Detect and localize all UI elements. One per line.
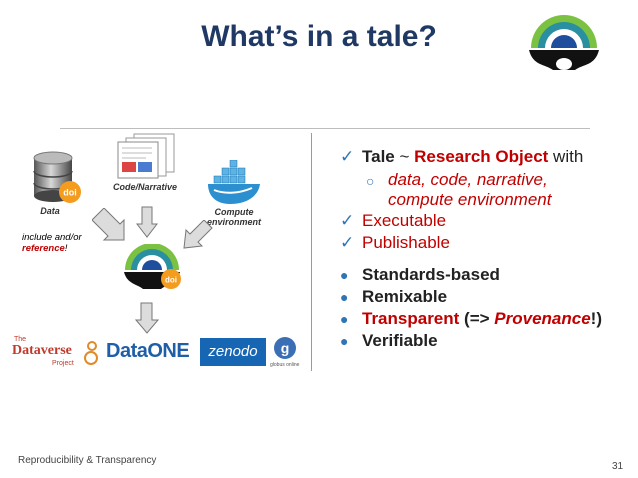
check-icon: ✓ — [340, 147, 355, 166]
compute-label-line1: Compute — [214, 207, 254, 217]
list-item-verifiable: ● Verifiable — [340, 330, 630, 352]
bullet-icon: ● — [340, 333, 349, 349]
research-object: Research Object — [414, 147, 549, 166]
globus-icon: g — [274, 337, 296, 359]
arrow-code-to-tale-icon — [136, 206, 158, 238]
dataverse-the: The — [14, 336, 27, 343]
doi-badge-center-icon: doi — [161, 269, 181, 289]
transparent-text: Transparent — [362, 309, 460, 328]
list-item-publishable: ✓ Publishable — [340, 232, 630, 254]
bullet-icon: ● — [340, 289, 349, 305]
dataone-text: DataONE — [106, 340, 190, 362]
slide-title: What’s in a tale? — [201, 20, 437, 53]
with-word: with — [548, 147, 584, 166]
note-exclaim: ! — [64, 243, 68, 254]
publishable-text: Publishable — [362, 233, 450, 252]
data-label: Data — [40, 206, 60, 216]
docker-whale-icon — [208, 160, 260, 204]
remixable-text: Remixable — [362, 287, 448, 306]
bullet-icon: ● — [340, 267, 349, 283]
tilde: ~ — [394, 147, 415, 166]
list-item-tale: ✓ Tale ~ Research Object with — [340, 146, 630, 168]
zenodo-logo: zenodo — [200, 338, 266, 366]
sub-line2: compute environment — [388, 190, 552, 209]
zenodo-text: zenodo — [208, 343, 258, 360]
doi-badge-icon: doi — [59, 181, 81, 203]
list-item-transparent: ● Transparent (=> Provenance!) — [340, 308, 630, 330]
dataverse-project: Project — [52, 360, 74, 367]
globus-logo: g globus online — [270, 336, 310, 372]
vertical-divider — [311, 133, 312, 371]
compute-label-line2: environment — [206, 217, 261, 227]
list-item-standards: ● Standards-based — [340, 264, 630, 286]
include-note: include and/or reference! — [22, 232, 82, 254]
arrow-down-to-repos-icon — [135, 302, 159, 334]
arrow-compute-to-tale-icon — [183, 220, 213, 249]
ring-bullet-icon: ○ — [366, 173, 375, 189]
executable-text: Executable — [362, 211, 447, 230]
document-stack-icon — [117, 133, 175, 179]
dataone-logo: DataONE — [106, 340, 192, 366]
whole-tale-logo — [529, 15, 599, 70]
slide-footer: Reproducibility & Transparency — [18, 455, 157, 466]
dataverse-name: Dataverse — [12, 343, 72, 358]
svg-text:doi: doi — [63, 188, 77, 198]
verifiable-text: Verifiable — [362, 331, 438, 350]
sub-line1: data, code, narrative, — [388, 170, 548, 189]
divider-line — [60, 128, 590, 129]
list-subitem: ○ data, code, narrative, compute environ… — [340, 170, 630, 210]
provenance-text: Provenance — [494, 309, 591, 328]
arrow-data-to-tale-icon — [92, 208, 125, 241]
transparent-mid: (=> — [459, 309, 495, 328]
note-reference: reference — [22, 243, 65, 254]
svg-text:g: g — [281, 340, 290, 356]
page-number: 31 — [612, 461, 624, 472]
transparent-end: !) — [590, 309, 602, 328]
list-item-executable: ✓ Executable — [340, 210, 630, 232]
check-icon: ✓ — [340, 233, 355, 252]
note-line1: include and/or — [22, 232, 82, 243]
standards-text: Standards-based — [362, 265, 500, 284]
list-item-remixable: ● Remixable — [340, 286, 630, 308]
check-icon: ✓ — [340, 211, 355, 230]
tale-feature-list: ✓ Tale ~ Research Object with ○ data, cod… — [340, 146, 630, 352]
compute-environment-label: Compute environment — [206, 207, 262, 227]
tale-word: Tale — [362, 147, 395, 166]
code-narrative-label: Code/Narrative — [112, 182, 178, 192]
dataverse-symbol-icon — [84, 341, 98, 365]
svg-text:doi: doi — [165, 276, 177, 285]
bullet-icon: ● — [340, 311, 349, 327]
globus-text: globus online — [270, 362, 300, 368]
dataverse-logo: The Dataverse Project — [12, 336, 102, 372]
